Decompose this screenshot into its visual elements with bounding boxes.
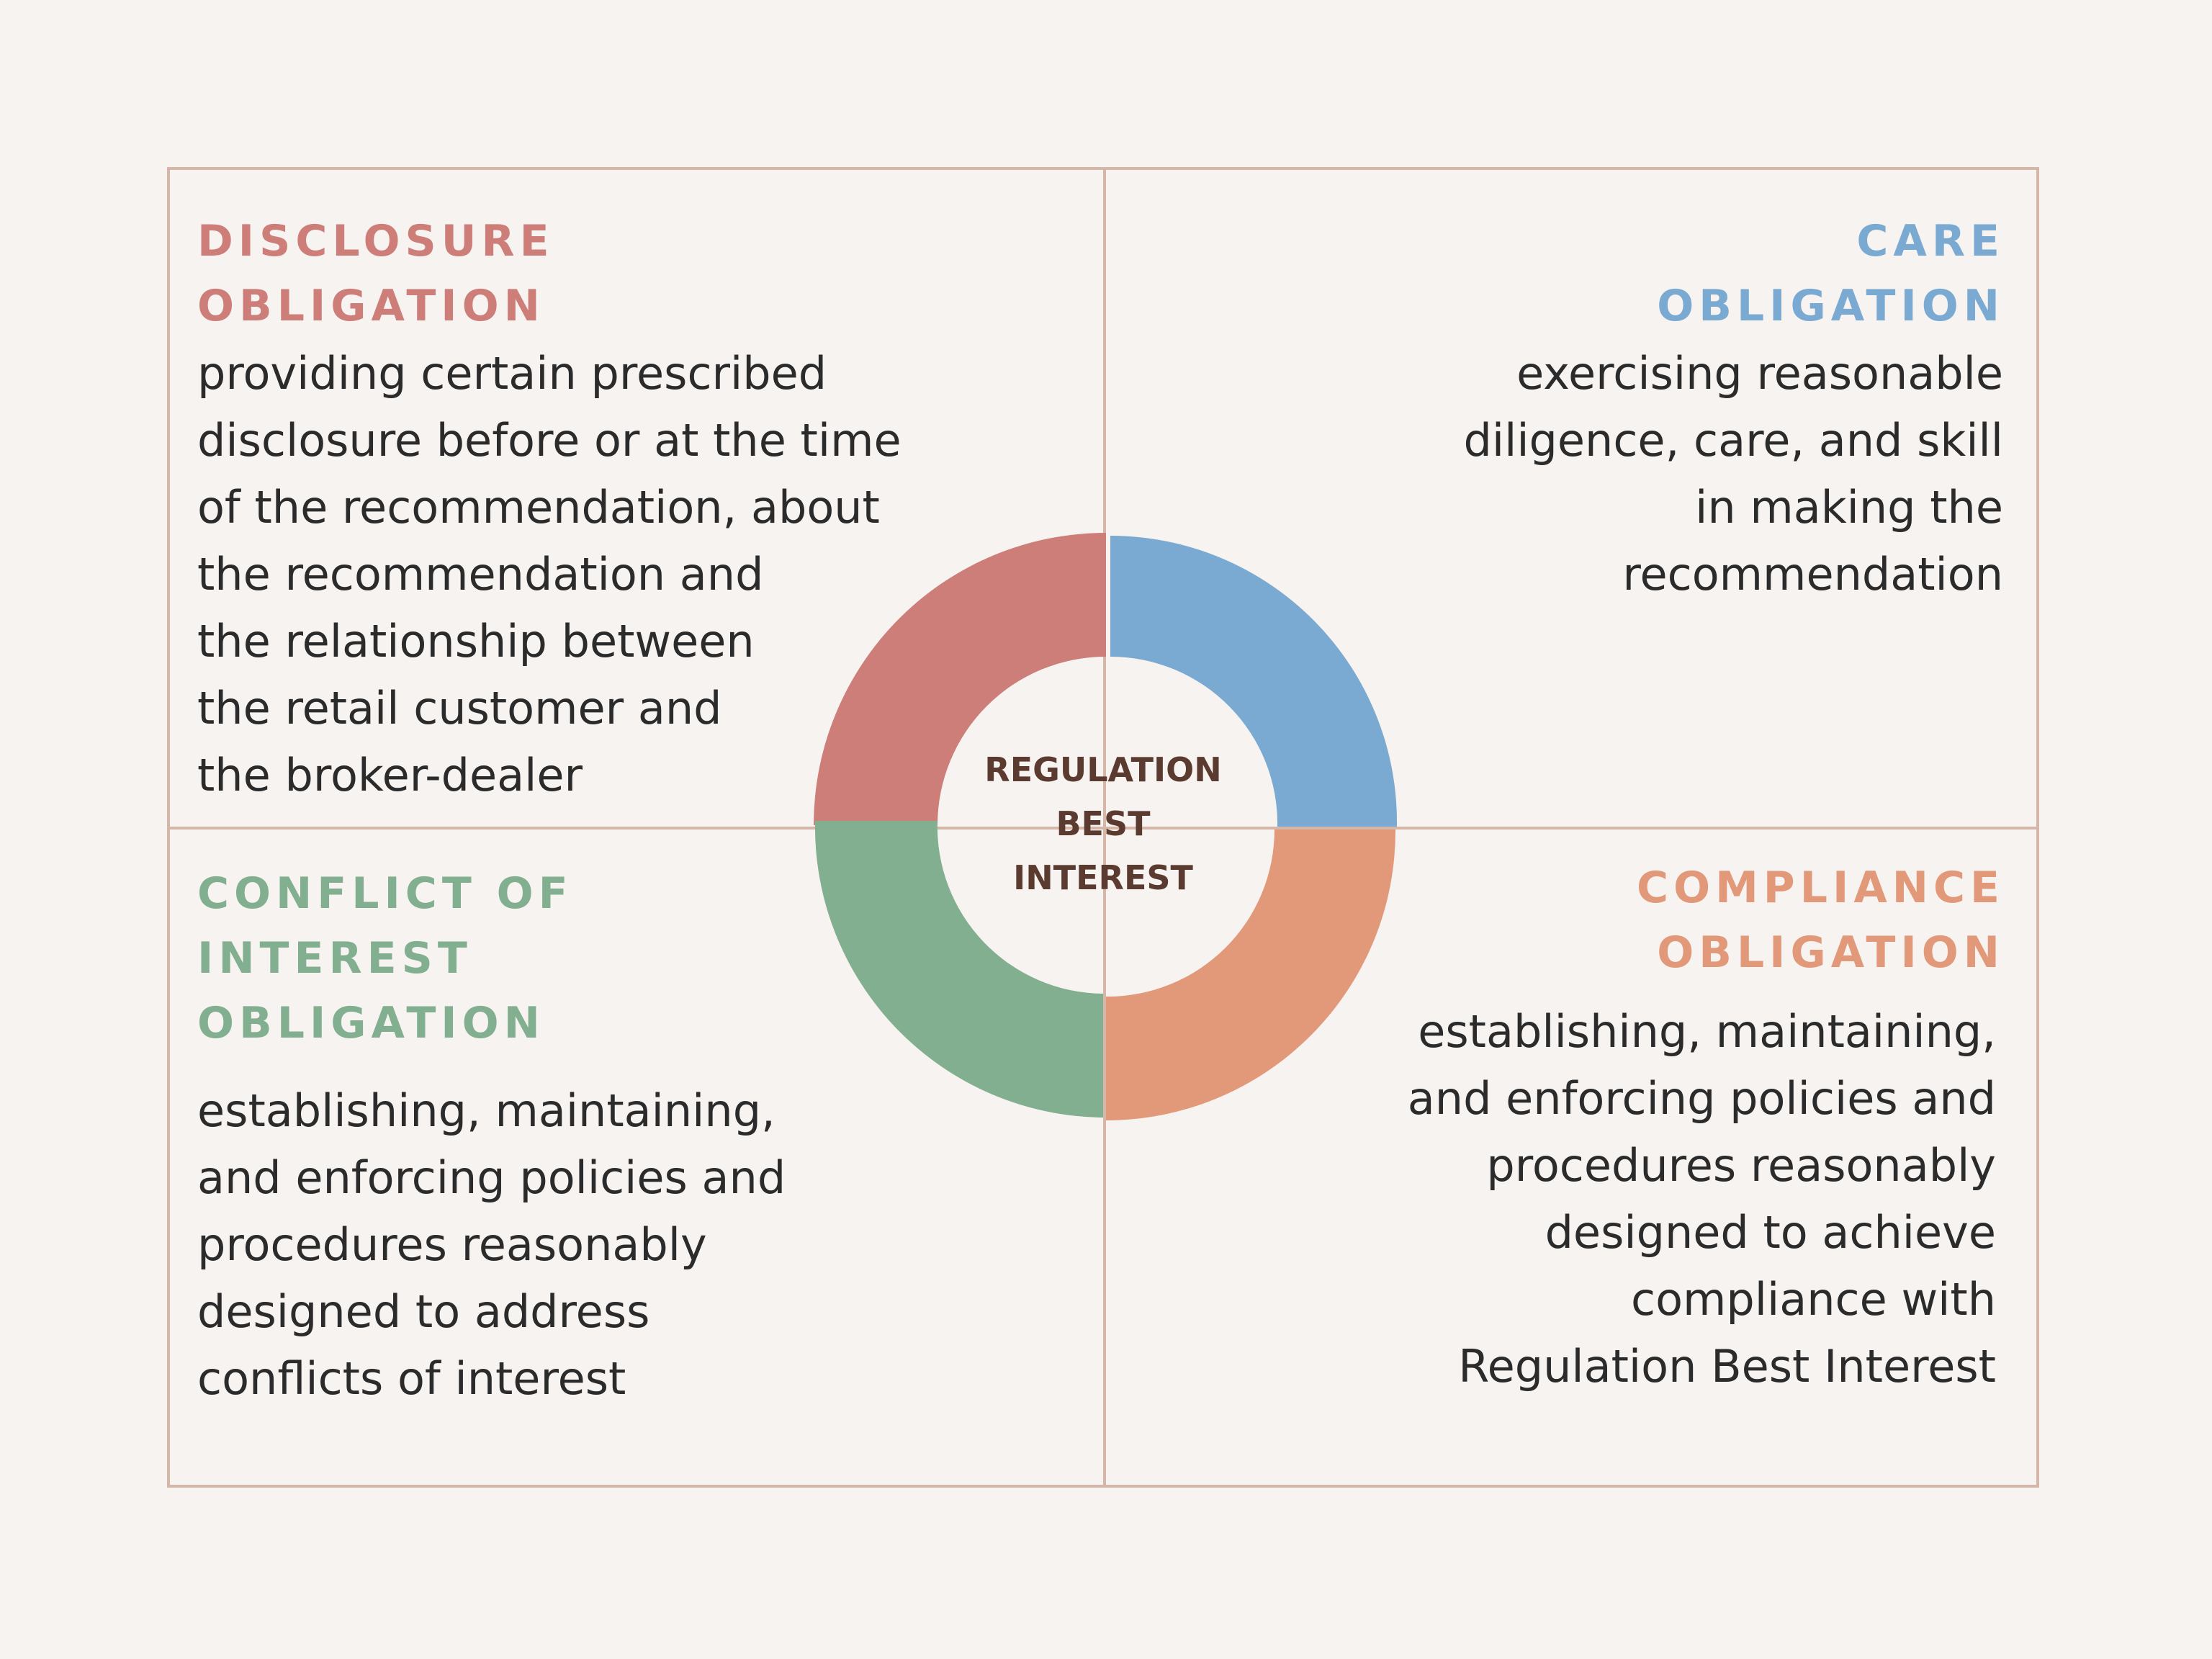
compliance-description: establishing, maintaining, and enforcing…: [1408, 998, 1996, 1400]
heading-line: INTEREST: [197, 933, 472, 984]
description-line: providing certain prescribed: [197, 347, 827, 400]
description-line: the broker-dealer: [197, 749, 583, 801]
description-line: diligence, care, and skill: [1463, 414, 2003, 467]
horizontal-divider: [167, 827, 2039, 830]
heading-line: OBLIGATION: [197, 998, 545, 1048]
conflict-description: establishing, maintaining, and enforcing…: [197, 1077, 786, 1412]
description-line: designed to address: [197, 1285, 650, 1338]
heading-line: COMPLIANCE: [1637, 863, 2005, 913]
description-line: designed to achieve: [1545, 1206, 1996, 1259]
compliance-heading: COMPLIANCE OBLIGATION: [1637, 855, 2005, 985]
description-line: and enforcing policies and: [197, 1151, 786, 1204]
disclosure-heading: DISCLOSURE OBLIGATION: [197, 209, 554, 338]
heading-line: OBLIGATION: [1657, 281, 2005, 331]
donut-segment-disclosure: [814, 533, 1106, 825]
description-line: the recommendation and: [197, 548, 764, 601]
center-label: REGULATION BEST INTEREST: [945, 743, 1262, 905]
disclosure-description: providing certain prescribed disclosure …: [197, 340, 902, 809]
care-description: exercising reasonable diligence, care, a…: [1464, 340, 2003, 608]
description-line: establishing, maintaining,: [1418, 1005, 1996, 1058]
description-line: disclosure before or at the time: [197, 414, 902, 467]
description-line: procedures reasonably: [1486, 1139, 1996, 1192]
center-label-line: INTEREST: [1013, 858, 1193, 897]
heading-line: OBLIGATION: [1657, 927, 2005, 978]
description-line: the retail customer and: [197, 682, 722, 734]
heading-line: DISCLOSURE: [197, 216, 554, 266]
description-line: in making the: [1695, 481, 2003, 534]
heading-line: CONFLICT OF: [197, 868, 573, 919]
description-line: of the recommendation, about: [197, 481, 880, 534]
center-label-line: REGULATION: [984, 750, 1222, 789]
donut-segment-compliance: [1106, 830, 1396, 1120]
heading-line: OBLIGATION: [197, 281, 545, 331]
description-line: compliance with: [1631, 1273, 1996, 1326]
description-line: Regulation Best Interest: [1458, 1340, 1996, 1393]
description-line: and enforcing policies and: [1407, 1072, 1996, 1125]
description-line: establishing, maintaining,: [197, 1084, 775, 1137]
heading-line: CARE: [1856, 216, 2005, 266]
donut-segment-conflict: [814, 821, 1103, 1118]
care-heading: CARE OBLIGATION: [1657, 209, 2005, 338]
donut-segment-care: [1110, 536, 1398, 827]
description-line: recommendation: [1622, 548, 2003, 601]
center-label-line: BEST: [1056, 804, 1151, 843]
description-line: conflicts of interest: [197, 1352, 626, 1405]
description-line: procedures reasonably: [197, 1218, 707, 1271]
description-line: exercising reasonable: [1516, 347, 2003, 400]
description-line: the relationship between: [197, 615, 755, 667]
conflict-heading: CONFLICT OF INTEREST OBLIGATION: [197, 861, 573, 1056]
